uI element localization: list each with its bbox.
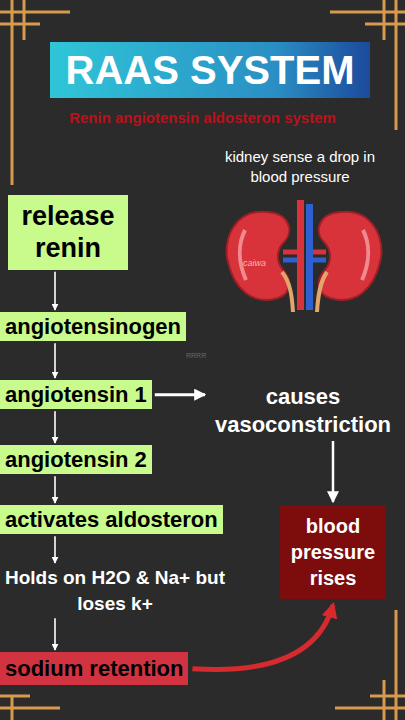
node-text: activates aldosteron [5, 507, 218, 532]
result-box: blood pressure rises [280, 505, 386, 599]
flow-arrow [155, 393, 205, 396]
flow-arrow [54, 536, 56, 563]
kidney-note: kidney sense a drop in blood pressure [205, 147, 395, 186]
title-text: RAAS SYSTEM [50, 42, 370, 98]
flow-arrow [54, 411, 56, 443]
node-text: angiotensin 1 [5, 382, 147, 407]
title-band [50, 42, 370, 98]
kidneys [227, 200, 382, 312]
flow-arrow [54, 476, 56, 503]
process-box: angiotensin 1 [0, 380, 152, 409]
flow-arrow [54, 343, 56, 378]
node-text: blood pressure rises [283, 513, 383, 591]
node-text: angiotensin 2 [5, 447, 147, 472]
node-text: sodium retention [5, 656, 183, 681]
process-box: angiotensinogen [0, 312, 186, 341]
process-box: release renin [8, 195, 128, 270]
process-box: activates aldosteron [0, 505, 223, 534]
flow-arrow [54, 272, 56, 310]
flow-arrow [192, 605, 333, 669]
node-text: angiotensinogen [5, 314, 181, 339]
effect-text: causes vasoconstriction [207, 383, 399, 438]
flow-arrow [332, 441, 335, 502]
node-text: causes vasoconstriction [207, 383, 399, 438]
watermark: caiwa [243, 258, 266, 268]
subtitle: Renin angiotensin aldosteron system [20, 109, 385, 126]
watermark: RRRR [186, 352, 206, 359]
process-box: angiotensin 2 [0, 445, 152, 474]
node-text: Holds on H2O & Na+ but loses k+ [4, 565, 226, 616]
effect-text: Holds on H2O & Na+ but loses k+ [4, 565, 226, 616]
flow-arrow [54, 618, 56, 650]
node-text: release renin [12, 200, 124, 265]
result-box: sodium retention [0, 652, 188, 685]
